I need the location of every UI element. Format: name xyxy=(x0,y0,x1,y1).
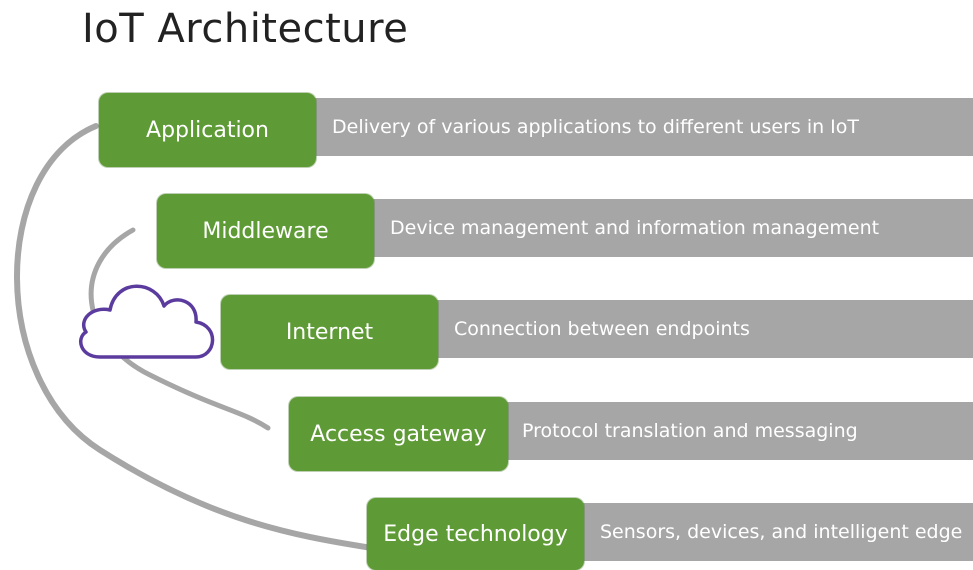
middleware-layer-label: Middleware xyxy=(202,218,329,244)
cloud-icon xyxy=(79,284,215,359)
access-gateway-layer-box: Access gateway xyxy=(289,397,508,471)
edge-technology-layer-label: Edge technology xyxy=(383,521,568,547)
internet-layer-box: Internet xyxy=(221,295,438,369)
application-layer-label: Application xyxy=(146,117,269,143)
middleware-layer-box: Middleware xyxy=(157,194,374,268)
application-description: Delivery of various applications to diff… xyxy=(332,116,860,138)
application-layer-box: Application xyxy=(99,93,316,167)
access-gateway-layer-label: Access gateway xyxy=(310,421,487,447)
diagram-title: IoT Architecture xyxy=(82,6,409,52)
access-gateway-description-band: Protocol translation and messaging xyxy=(490,402,973,460)
internet-layer-label: Internet xyxy=(285,319,374,345)
access-gateway-description: Protocol translation and messaging xyxy=(522,420,858,442)
internet-description: Connection between endpoints xyxy=(454,318,750,340)
edge-technology-layer-box: Edge technology xyxy=(367,498,584,570)
middleware-description-band: Device management and information manage… xyxy=(356,199,973,257)
edge-technology-description: Sensors, devices, and intelligent edge xyxy=(600,521,963,543)
middleware-description: Device management and information manage… xyxy=(390,217,880,239)
edge-technology-description-band: Sensors, devices, and intelligent edge xyxy=(566,503,973,561)
internet-description-band: Connection between endpoints xyxy=(420,300,973,358)
application-description-band: Delivery of various applications to diff… xyxy=(300,98,973,156)
